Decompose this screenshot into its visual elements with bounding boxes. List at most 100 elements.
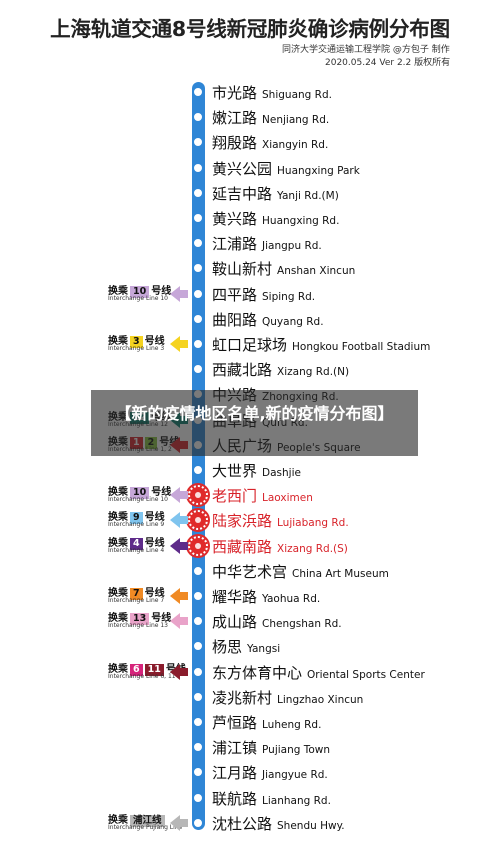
station-name-cn: 耀华路 <box>212 588 258 606</box>
transfer-prefix: 换乘 <box>108 814 128 826</box>
station-dot-icon <box>193 616 203 627</box>
transfer-prefix: 换乘 <box>108 285 128 297</box>
station: 延吉中路 Yanji Rd.(M) <box>0 183 500 207</box>
station-name-cn: 黄兴公园 <box>212 159 273 178</box>
station-name-cn: 翔殷路 <box>212 134 258 153</box>
virus-icon <box>186 483 210 508</box>
station-dot-icon <box>193 666 203 677</box>
station-dot-icon <box>193 717 203 727</box>
station-name-en: Yanji Rd.(M) <box>277 189 339 202</box>
transfer-arrow-icon <box>170 285 180 302</box>
station-name-en: Luheng Rd. <box>262 719 322 731</box>
virus-icon <box>186 508 210 533</box>
station-name-cn: 老西门 <box>212 487 258 506</box>
station-name-cn: 嫩江路 <box>212 109 258 128</box>
station-label: 大世界 Dashjie <box>212 460 301 481</box>
station-dot-icon <box>193 238 203 249</box>
transfer-prefix: 换乘 <box>108 588 128 599</box>
line-number-badge: 10 <box>130 487 150 500</box>
station-name-en: Oriental Sports Center <box>307 668 425 681</box>
transfer-text-en: Interchange Line 4 <box>108 546 165 554</box>
station-name-cn: 四平路 <box>212 285 258 304</box>
station-name-en: Xizang Rd.(S) <box>277 542 348 555</box>
station-dot-icon <box>193 288 203 299</box>
station-name-en: Dashjie <box>262 467 301 479</box>
station-name-en: Xiangyin Rd. <box>262 139 329 152</box>
transfer-prefix: 换乘 <box>108 487 128 499</box>
transfer-arrow-tail <box>180 289 188 298</box>
station-name-en: Pujiang Town <box>262 744 331 757</box>
station-label: 翔殷路 Xiangyin Rd. <box>212 132 328 153</box>
station-dot-icon <box>193 465 203 475</box>
station-name-en: Hongkou Football Stadium <box>292 341 431 353</box>
station-name-cn: 江月路 <box>212 764 258 783</box>
station-name-cn: 市光路 <box>212 84 258 102</box>
transfer-suffix: 号线 <box>144 336 165 347</box>
station-dot-icon <box>193 162 203 173</box>
station-name-en: Jiangpu Rd. <box>262 240 322 253</box>
station-label: 江月路 Jiangyue Rd. <box>212 762 328 783</box>
transfer-text-en: Interchange Line 9 <box>108 521 165 529</box>
station-name-cn: 大世界 <box>212 462 258 480</box>
station-name-cn: 鞍山新村 <box>212 260 273 279</box>
transfer-arrow-tail <box>180 541 188 550</box>
transfer-prefix: 换乘 <box>108 512 128 524</box>
transfer-text-en: Interchange Pujiang Line <box>108 823 183 831</box>
transfer-suffix: 号线 <box>151 613 172 625</box>
transfer-text-en: Interchange Line 6, 11 <box>108 672 176 680</box>
transfer-arrow-icon <box>170 512 180 529</box>
station-name-en: Jiangyue Rd. <box>262 769 328 782</box>
transfer-arrow-icon <box>170 537 180 554</box>
station-dot-icon <box>193 767 203 778</box>
transfer-suffix: 号线 <box>151 285 172 297</box>
transfer-arrow-tail <box>180 592 188 600</box>
line-number-badge: 13 <box>130 613 150 626</box>
station-name-cn: 延吉中路 <box>212 184 273 203</box>
station-name-en: Huangxing Rd. <box>262 215 340 227</box>
station-dot-icon <box>193 691 203 702</box>
transfer-prefix: 换乘 <box>108 663 128 675</box>
station-dot-icon <box>193 641 203 652</box>
station-name-en: Lujiabang Rd. <box>277 517 349 530</box>
station-name-en: China Art Museum <box>292 567 389 580</box>
station-name-cn: 陆家浜路 <box>212 512 273 531</box>
station-label: 陆家浜路 Lujiabang Rd. <box>212 510 349 531</box>
transfer-text-en: Interchange Line 3 <box>108 345 165 352</box>
transfer-arrow-icon <box>170 588 180 604</box>
station-name-en: Yangsi <box>247 643 281 656</box>
station-dot-icon <box>193 565 203 576</box>
transfer-text-en: Interchange Line 13 <box>108 622 168 630</box>
